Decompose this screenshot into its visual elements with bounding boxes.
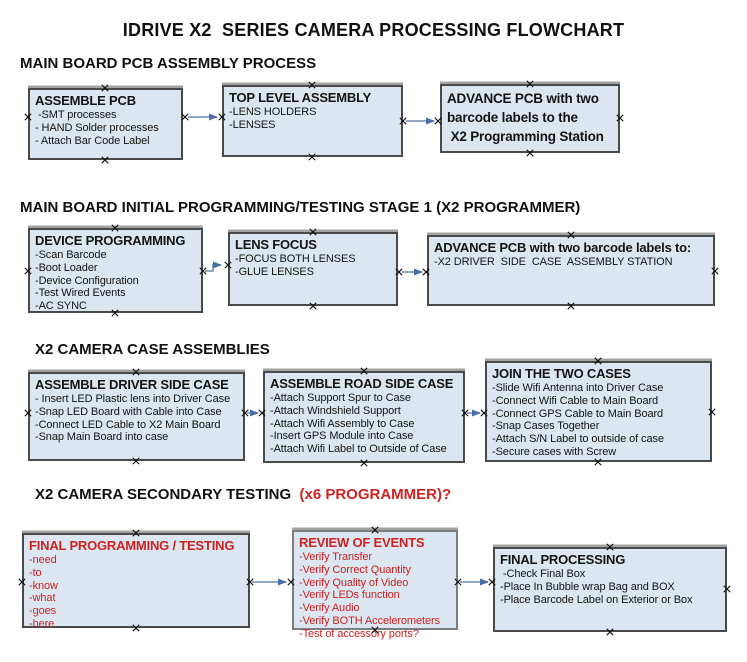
box-title: DEVICE PROGRAMMING: [35, 233, 186, 248]
box-review-of-events[interactable]: REVIEW OF EVENTS -Verify Transfer -Verif…: [292, 530, 458, 640]
box-final-processing[interactable]: FINAL PROCESSING -Check Final Box -Place…: [493, 547, 727, 632]
arrow-deviceprog-to-lensfocus[interactable]: [205, 261, 222, 272]
box-lens-focus[interactable]: LENS FOCUS -FOCUS BOTH LENSES -GLUE LENS…: [228, 232, 398, 306]
box-items: -Attach Support Spur to Case -Attach Win…: [270, 392, 447, 456]
box-final-programming-testing[interactable]: FINAL PROGRAMMING / TESTING -need -to -k…: [22, 533, 250, 630]
box-device-programming[interactable]: DEVICE PROGRAMMING -Scan Barcode -Boot L…: [28, 228, 203, 313]
box-join-the-two-cases[interactable]: JOIN THE TWO CASES -Slide Wifi Antenna i…: [485, 361, 712, 462]
box-items: - Insert LED Plastic lens into Driver Ca…: [35, 393, 231, 444]
box-title: ASSEMBLE ROAD SIDE CASE: [270, 376, 454, 391]
box-items: -FOCUS BOTH LENSES -GLUE LENSES: [235, 253, 356, 278]
box-title: TOP LEVEL ASSEMBLY: [229, 90, 372, 105]
box-title: ASSEMBLE DRIVER SIDE CASE: [35, 377, 229, 392]
page-title: IDRIVE X2 SERIES CAMERA PROCESSING FLOWC…: [122, 20, 625, 40]
section-heading-initial-programming: MAIN BOARD INITIAL PROGRAMMING/TESTING S…: [20, 199, 581, 216]
box-title: REVIEW OF EVENTS: [299, 535, 425, 550]
box-title: ADVANCE PCB with two barcode labels to t…: [447, 91, 604, 144]
box-advance-pcb-programming-station[interactable]: ADVANCE PCB with two barcode labels to t…: [440, 84, 620, 153]
box-title: FINAL PROCESSING: [500, 552, 626, 567]
section-heading-pcb-assembly: MAIN BOARD PCB ASSEMBLY PROCESS: [20, 55, 317, 72]
box-assemble-pcb[interactable]: ASSEMBLE PCB -SMT processes - HAND Solde…: [28, 88, 183, 160]
box-top-level-assembly[interactable]: TOP LEVEL ASSEMBLY -LENS HOLDERS -LENSES: [222, 85, 403, 157]
box-title: LENS FOCUS: [235, 237, 317, 252]
box-items: -Verify Transfer -Verify Correct Quantit…: [299, 551, 440, 640]
box-title: ASSEMBLE PCB: [35, 93, 136, 108]
box-items: -Slide Wifi Antenna into Driver Case -Co…: [492, 382, 664, 458]
box-items: -LENS HOLDERS -LENSES: [229, 106, 317, 131]
box-items: -X2 DRIVER SIDE CASE ASSEMBLY STATION: [434, 256, 673, 268]
box-items: -need -to -know -what -goes -here: [29, 554, 58, 630]
box-title: ADVANCE PCB with two barcode labels to:: [434, 240, 692, 255]
section-heading-secondary-testing: X2 CAMERA SECONDARY TESTING (x6 PROGRAMM…: [35, 486, 451, 503]
box-assemble-driver-side-case[interactable]: ASSEMBLE DRIVER SIDE CASE - Insert LED P…: [28, 372, 245, 461]
box-items: -Scan Barcode -Boot Loader -Device Confi…: [35, 249, 139, 313]
box-title: FINAL PROGRAMMING / TESTING: [29, 538, 235, 553]
box-assemble-road-side-case[interactable]: ASSEMBLE ROAD SIDE CASE -Attach Support …: [263, 371, 465, 463]
box-items: -Check Final Box -Place In Bubble wrap B…: [500, 568, 693, 606]
section-heading-case-assemblies: X2 CAMERA CASE ASSEMBLIES: [35, 341, 270, 358]
box-title: JOIN THE TWO CASES: [492, 366, 631, 381]
section-heading-secondary-testing-red: (x6 PROGRAMMER)?: [291, 486, 452, 503]
box-items: -SMT processes - HAND Solder processes -…: [35, 109, 159, 147]
box-advance-pcb-case-assembly-station[interactable]: ADVANCE PCB with two barcode labels to: …: [427, 235, 715, 306]
section-heading-secondary-testing-black: X2 CAMERA SECONDARY TESTING: [35, 486, 292, 503]
